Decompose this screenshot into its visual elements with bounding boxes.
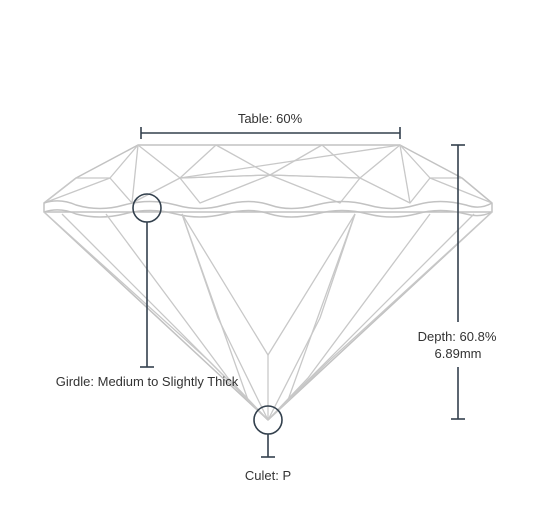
depth-dimension: Depth: 60.8% 6.89mm	[418, 144, 497, 420]
depth-mm-label: 6.89mm	[435, 346, 482, 361]
table-dimension: Table: 60%	[140, 111, 401, 139]
depth-label: Depth: 60.8%	[418, 329, 497, 344]
culet-label: Culet: P	[245, 468, 291, 483]
diamond-crown	[43, 144, 493, 213]
girdle-label: Girdle: Medium to Slightly Thick	[56, 374, 239, 389]
table-label: Table: 60%	[238, 111, 303, 126]
culet-callout: Culet: P	[245, 405, 291, 483]
girdle-marker	[132, 193, 162, 223]
diamond-girdle	[43, 200, 493, 218]
girdle-callout: Girdle: Medium to Slightly Thick	[56, 193, 239, 389]
diamond-pavilion	[43, 211, 493, 421]
